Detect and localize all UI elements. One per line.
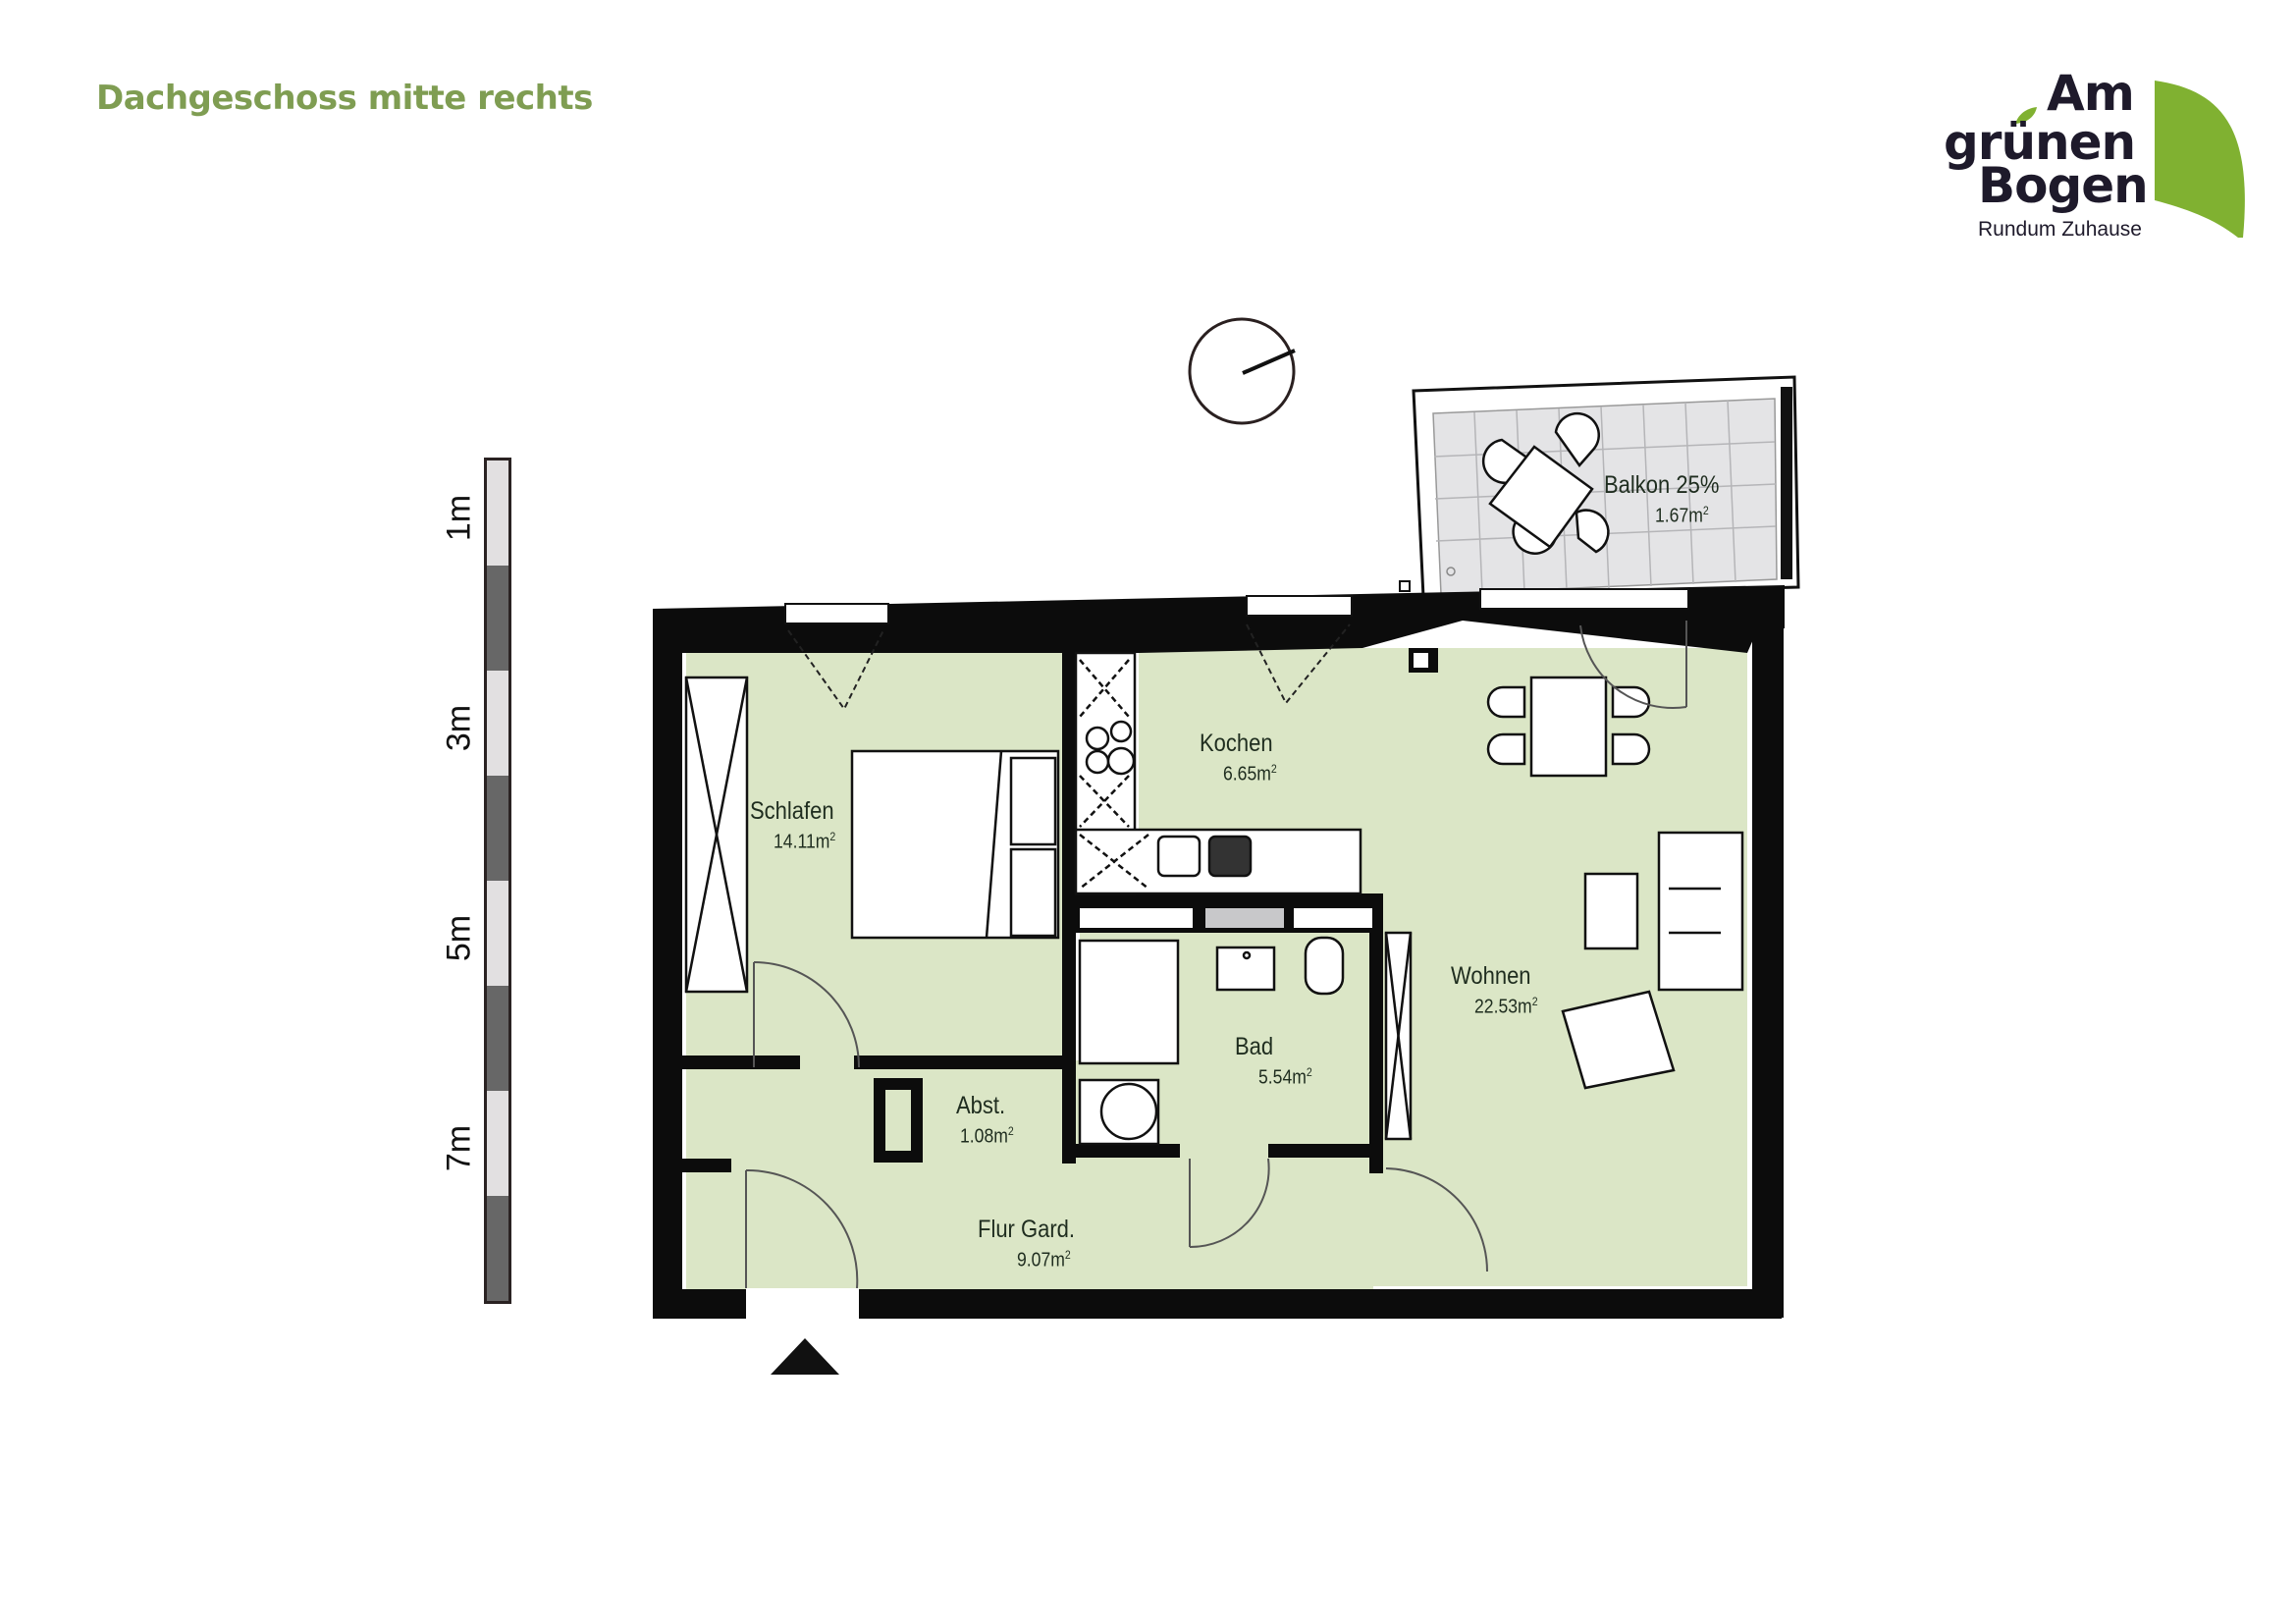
compass-icon <box>1188 317 1296 425</box>
brand-logo: Am grünen Bogen Rundum Zuhause <box>1939 61 2253 257</box>
room-label-schlafen: Schlafen 14.11m2 <box>750 797 836 853</box>
room-label-flur: Flur Gard. 9.07m2 <box>978 1216 1076 1272</box>
entrance-triangle-icon <box>771 1338 839 1375</box>
balcony <box>1399 375 1800 599</box>
door-swings <box>745 621 1687 1289</box>
room-label-wohnen: Wohnen 22.53m2 <box>1451 962 1538 1018</box>
logo-tagline: Rundum Zuhause <box>1978 218 2142 241</box>
bed <box>850 749 1060 940</box>
wardrobe <box>684 676 749 994</box>
room-label-balkon: Balkon 25% 1.67m2 <box>1604 471 1720 527</box>
windows <box>784 588 1689 624</box>
logo-word-am: Am <box>2047 65 2135 122</box>
dining-table <box>1486 676 1651 778</box>
fixtures <box>1080 653 1428 928</box>
room-label-abst: Abst. 1.08m2 <box>956 1092 1014 1148</box>
living-furniture <box>1561 831 1744 1090</box>
kitchen-counter <box>1074 651 1362 895</box>
room-label-kochen: Kochen 6.65m2 <box>1200 730 1277 785</box>
logo-word-gruenen: grünen <box>1944 114 2136 171</box>
leaf-icon <box>2015 81 2245 238</box>
room-label-bad: Bad 5.54m2 <box>1235 1033 1312 1089</box>
page-title: Dachgeschoss mitte rechts <box>96 79 593 118</box>
scale-bar <box>484 458 511 1304</box>
entrance-gap <box>746 1288 859 1320</box>
logo-word-bogen: Bogen <box>1978 157 2149 214</box>
bathroom-fixtures <box>1078 931 1413 1146</box>
